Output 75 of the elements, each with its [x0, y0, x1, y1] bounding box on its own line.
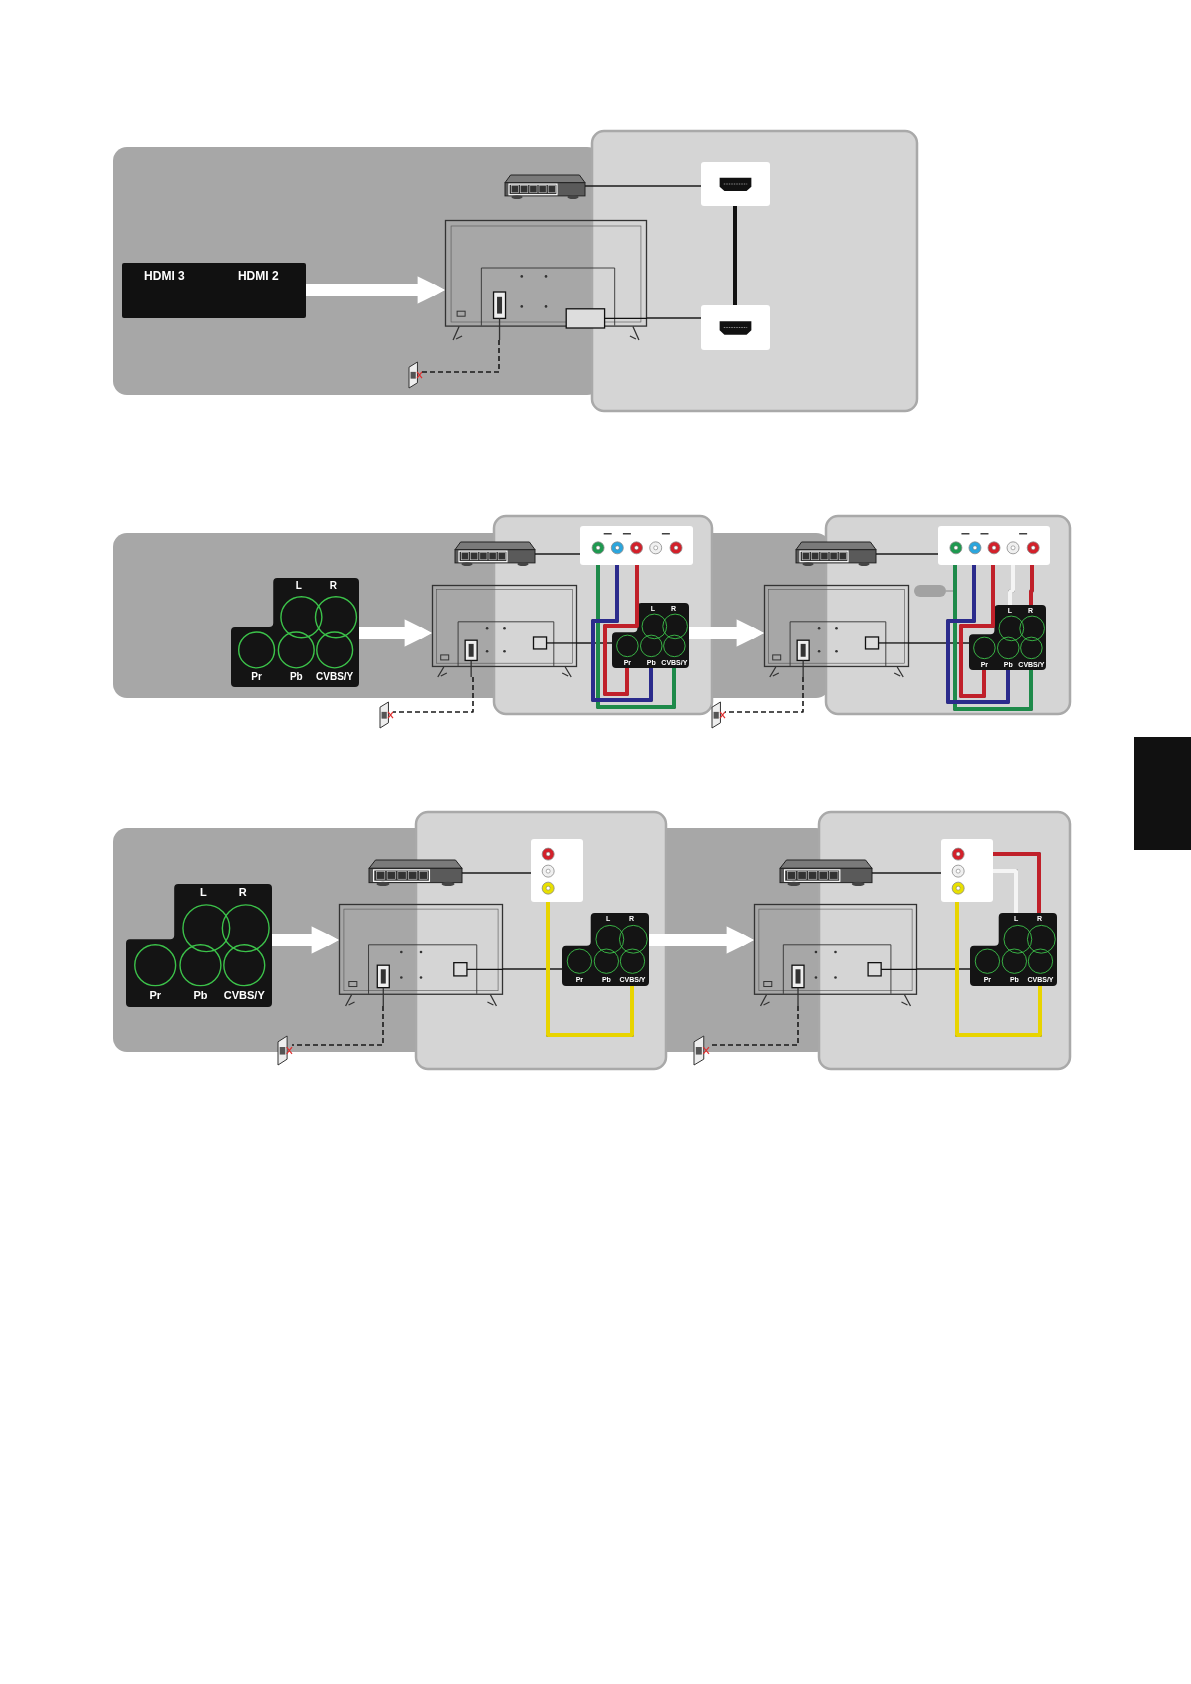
port-label: L	[295, 580, 302, 591]
tv-drawing	[764, 585, 909, 677]
cable	[591, 565, 653, 702]
media-player-drawing	[369, 860, 462, 886]
callout-pill	[914, 585, 946, 597]
tv-drawing	[445, 220, 647, 340]
tv-drawing	[432, 585, 577, 677]
rca-jack-card	[580, 526, 693, 565]
wall-outlet-drawing	[380, 702, 393, 728]
port-label: HDMI 3	[144, 269, 185, 282]
connection-line	[576, 642, 613, 644]
jack-label-panel	[231, 578, 359, 687]
cable	[946, 565, 1010, 704]
port-label: CVBS/Y	[223, 989, 265, 1001]
cable	[1029, 565, 1034, 605]
connection-line	[534, 553, 581, 555]
port-label: R	[329, 580, 337, 591]
connection-line	[875, 553, 939, 555]
port-label: L	[200, 887, 207, 899]
tv-drawing	[754, 904, 917, 1006]
connection-line	[584, 185, 702, 187]
port-label: Pb	[289, 671, 303, 682]
port-label: HDMI 2	[237, 269, 279, 282]
cable	[993, 852, 1041, 913]
wall-outlet-drawing	[278, 1036, 292, 1065]
port-label: Pb	[193, 989, 208, 1001]
hdmi-port-card	[701, 305, 770, 350]
port-label: CVBS/Y	[316, 671, 354, 682]
wall-outlet-drawing	[409, 362, 422, 388]
cable	[1008, 565, 1015, 605]
cable	[546, 902, 634, 1037]
wall-outlet-drawing	[694, 1036, 709, 1065]
connection-line	[908, 642, 970, 644]
arrow	[272, 926, 339, 954]
power-cord	[392, 676, 474, 713]
port-label-panel	[122, 263, 306, 318]
cable	[959, 565, 995, 698]
side-tab	[1134, 737, 1191, 850]
power-cord	[724, 676, 804, 713]
port-label: Pr	[251, 671, 262, 682]
cable	[733, 206, 737, 305]
jack-label-panel	[970, 913, 1057, 986]
arrow	[359, 619, 432, 647]
hdmi-port-card	[701, 162, 770, 206]
jack-label-panel	[126, 884, 272, 1007]
jack-label-panel	[612, 603, 689, 668]
leader-line	[945, 590, 954, 592]
jack-label-panel	[562, 913, 649, 986]
port-label: Pr	[149, 989, 161, 1001]
media-player-drawing	[505, 175, 585, 199]
power-cord	[421, 339, 500, 373]
arrow	[306, 276, 445, 304]
rca-jack-card	[531, 839, 583, 902]
cable	[993, 869, 1018, 913]
arrow	[649, 926, 754, 954]
tv-drawing	[339, 904, 503, 1006]
cable	[603, 565, 639, 696]
connection-line	[502, 968, 563, 970]
media-player-drawing	[796, 542, 876, 566]
connection-line	[871, 872, 942, 874]
media-player-drawing	[455, 542, 535, 566]
arrow	[689, 619, 764, 647]
cable	[953, 565, 1033, 711]
connection-line	[646, 317, 702, 319]
rca-jack-card	[941, 839, 993, 902]
connection-line	[916, 968, 971, 970]
wall-outlet-drawing	[712, 702, 725, 728]
connection-line	[461, 872, 532, 874]
rca-jack-card	[938, 526, 1050, 565]
port-label: R	[238, 887, 247, 899]
jack-label-panel	[969, 605, 1046, 670]
cable	[596, 565, 676, 709]
power-cord	[291, 1005, 384, 1046]
media-player-drawing	[780, 860, 872, 886]
cable	[955, 902, 1042, 1037]
